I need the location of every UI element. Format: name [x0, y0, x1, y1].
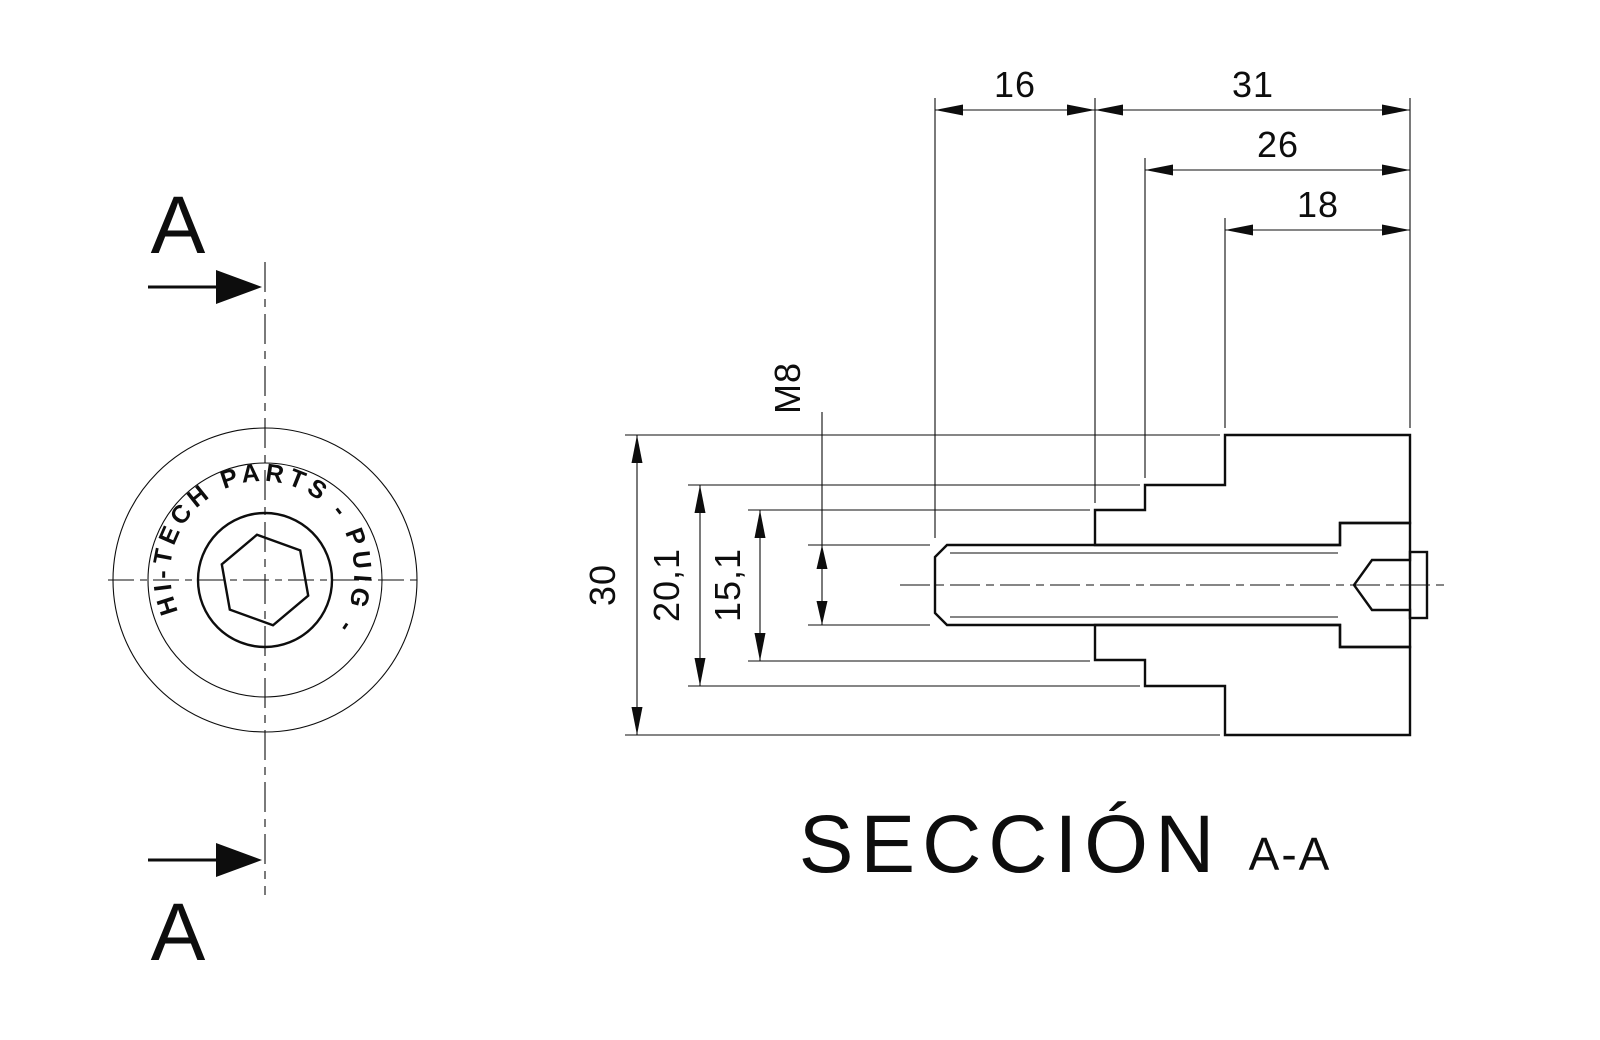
dim-horizontal-group: 16 31 26 18 — [934, 64, 1411, 538]
dim-26-label: 26 — [1257, 124, 1299, 165]
dim-31-label: 31 — [1232, 64, 1274, 105]
dim-30-label: 30 — [582, 564, 623, 606]
front-view: HI-TECH PARTS - PUIG - A A — [108, 180, 422, 978]
section-arrow-top-icon — [216, 270, 262, 304]
dim-20-1-label: 20,1 — [646, 548, 687, 622]
section-label-a-top: A — [151, 180, 206, 271]
section-label-a-bottom: A — [151, 887, 206, 978]
dim-16-label: 16 — [994, 64, 1036, 105]
dim-m8-label: M8 — [767, 362, 808, 414]
outer-circle — [112, 427, 418, 733]
dim-vertical-group: 30 20,1 15,1 M8 — [582, 362, 1220, 736]
text-ring-circle — [147, 462, 383, 698]
dim-15-1-label: 15,1 — [707, 548, 748, 622]
ring-brand-text: HI-TECH PARTS - PUIG - — [148, 459, 377, 642]
socket-bore-circle — [196, 511, 334, 649]
section-view: 16 31 26 18 30 — [582, 64, 1448, 890]
screw-section — [933, 521, 1412, 649]
section-arrow-top — [148, 270, 262, 304]
socket-opening-end — [1408, 550, 1429, 620]
section-title: SECCIÓN — [799, 799, 1222, 890]
hex-socket-outline — [220, 533, 310, 627]
section-arrow-bottom — [148, 843, 262, 877]
body-section-upper — [1093, 433, 1412, 547]
section-arrow-bottom-icon — [216, 843, 262, 877]
dim-18-label: 18 — [1297, 184, 1339, 225]
section-title-suffix: A-A — [1249, 828, 1332, 880]
body-section-lower — [1093, 623, 1412, 737]
